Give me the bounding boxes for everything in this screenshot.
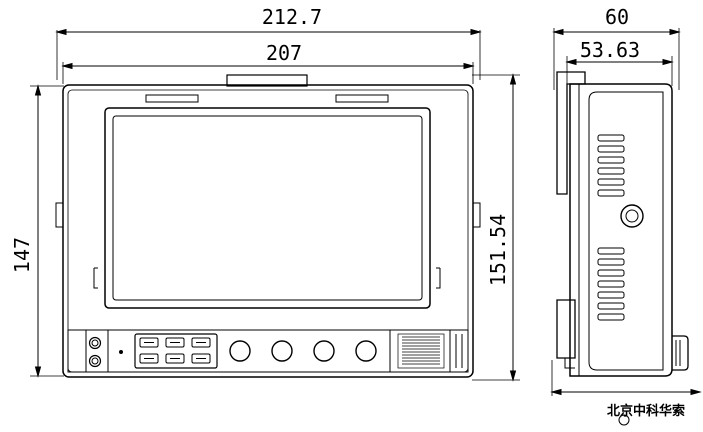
- top-handle: [226, 74, 308, 87]
- watermark-text: 北京中科华索: [607, 403, 685, 419]
- control-knob-3: [313, 340, 335, 362]
- marker-right: [436, 267, 441, 289]
- depth-overall-label: 60: [605, 5, 629, 29]
- battery-plate: [672, 335, 689, 371]
- dimension-height-right: 151.54: [472, 73, 520, 382]
- bottom-foot-bracket: [556, 299, 576, 359]
- control-knob-2: [271, 340, 293, 362]
- overall-width-label: 212.7: [262, 5, 322, 29]
- height-right-label: 151.54: [486, 214, 510, 286]
- dimension-overall-width: 212.7: [55, 5, 482, 80]
- speaker-grille: [397, 333, 445, 369]
- dimension-body-width: 207: [61, 41, 475, 84]
- small-knob-top: [88, 336, 102, 350]
- side-housing: [569, 83, 673, 377]
- dimension-height-left: 147: [10, 84, 64, 378]
- body-width-label: 207: [266, 41, 302, 65]
- watermark-logo: 北京中科华索: [607, 403, 685, 426]
- vents-lower: [597, 247, 625, 321]
- height-left-label: 147: [10, 237, 34, 273]
- hood-bracket: [556, 71, 586, 195]
- button-panel: [134, 333, 218, 369]
- side-view: 60 53.63: [550, 5, 702, 396]
- dimension-depth-overall: 60: [552, 5, 681, 90]
- small-knob-bottom: [88, 354, 102, 368]
- side-connector: [620, 204, 644, 228]
- hood-clip-left: [145, 94, 199, 103]
- hood-clip-right: [335, 94, 389, 103]
- watermark-logo-mark: [618, 414, 630, 426]
- control-knob-4: [355, 340, 377, 362]
- strip-clip: [455, 334, 463, 368]
- dimension-depth-body: 53.63: [565, 38, 674, 86]
- depth-body-label: 53.63: [580, 38, 640, 62]
- vents-upper: [597, 134, 625, 197]
- control-knob-1: [229, 340, 251, 362]
- front-view: 212.7 207 147 151.54: [10, 5, 520, 382]
- marker-left: [93, 267, 98, 289]
- lcd-screen: [112, 115, 423, 301]
- front-outer-body: [62, 84, 474, 378]
- control-strip: [67, 329, 469, 373]
- side-tab-left: [55, 202, 64, 228]
- side-rear-shell: [588, 91, 664, 371]
- power-led: [119, 350, 123, 354]
- screen-bezel: [104, 107, 431, 309]
- side-tab-right: [472, 202, 481, 228]
